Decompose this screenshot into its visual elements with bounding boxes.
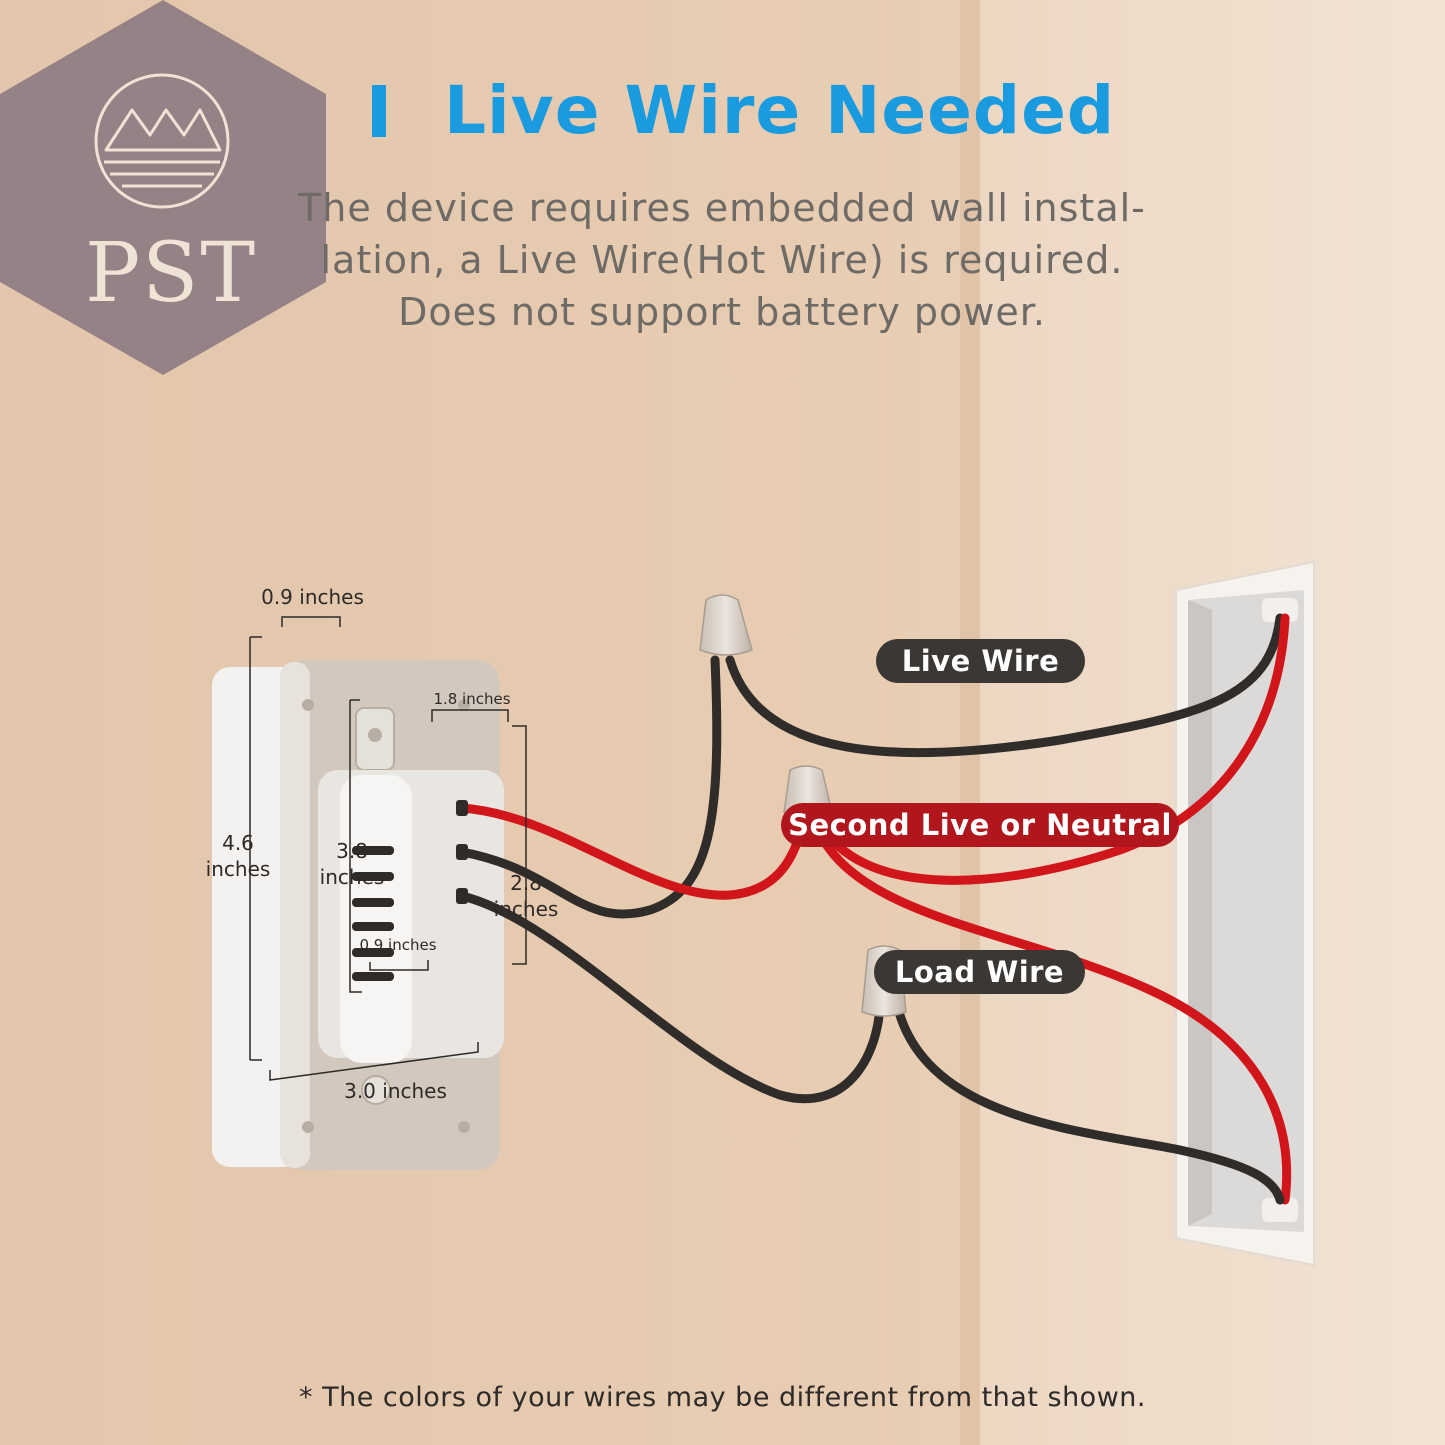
height-value: 4.6 — [222, 831, 254, 855]
wall-corner-shade — [960, 0, 980, 1445]
description-line-1: The device requires embedded wall instal… — [298, 186, 1146, 230]
watermark-logo — [0, 0, 326, 375]
module-depth-dimension-label: 2.8 inches — [486, 870, 566, 922]
inner-width-dimension-label: 0.9 inches — [359, 936, 437, 954]
watermark-text: PST — [85, 226, 258, 321]
second-wire-box-top — [813, 613, 1290, 885]
page-title: Live Wire Needed — [372, 72, 1115, 149]
live-wire-box — [725, 613, 1285, 758]
plate-width-dimension-label: 3.0 inches — [344, 1079, 447, 1103]
load-wire-box — [891, 995, 1285, 1205]
description-line-2: lation, a Live Wire(Hot Wire) is require… — [320, 238, 1124, 282]
module-depth-value: 2.8 — [510, 871, 542, 895]
title-accent-bar — [372, 85, 386, 137]
second-live-or-neutral-label: Second Live or Neutral — [781, 803, 1179, 847]
mountain-sun-icon — [94, 73, 230, 209]
module-width-dimension-label: 1.8 inches — [433, 690, 511, 708]
height-dimension-label: 4.6 inches — [196, 830, 280, 882]
wall-junction-box — [1175, 560, 1315, 1267]
height-unit: inches — [205, 857, 271, 881]
module-height-unit: inches — [319, 865, 385, 889]
live-wire-label: Live Wire — [876, 639, 1085, 683]
dimension-lines — [249, 616, 527, 1081]
title-text: Live Wire Needed — [444, 72, 1116, 149]
footnote: * The colors of your wires may be differ… — [299, 1382, 1146, 1413]
depth-dimension-label: 0.9 inches — [261, 585, 364, 609]
device-ports — [456, 800, 468, 904]
second-wire-box-bottom — [813, 825, 1292, 1205]
live-wire-device — [457, 655, 722, 919]
module-height-value: 3.8 — [336, 839, 368, 863]
load-wire-label: Load Wire — [874, 950, 1085, 994]
module-depth-unit: inches — [493, 897, 559, 921]
load-wire-device — [457, 891, 885, 1104]
description-line-3: Does not support battery power. — [398, 290, 1046, 334]
wire-connector-top — [699, 594, 753, 656]
switch-device — [212, 660, 504, 1170]
module-height-dimension-label: 3.8 inches — [312, 838, 392, 890]
